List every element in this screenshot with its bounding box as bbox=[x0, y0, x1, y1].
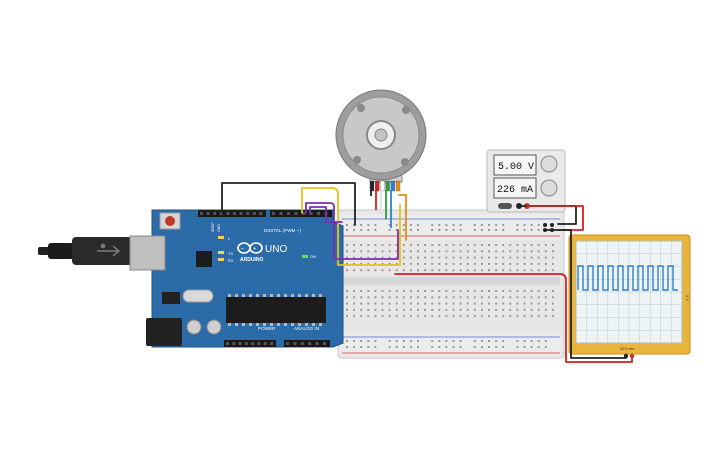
on-label: ON bbox=[310, 254, 316, 259]
analog-label: ANALOG IN bbox=[294, 326, 319, 331]
voltage-display: 5.00 V bbox=[498, 162, 534, 173]
l-label: L bbox=[228, 236, 231, 241]
wires[interactable] bbox=[221, 182, 633, 363]
aref-label: AREF bbox=[211, 222, 215, 232]
wire-purple-a bbox=[305, 202, 399, 260]
knob-icon[interactable] bbox=[540, 155, 558, 197]
volt-label: 5 V bbox=[685, 295, 690, 301]
model-label: UNO bbox=[265, 244, 287, 255]
svg-text:−: − bbox=[241, 247, 245, 253]
breadboard[interactable] bbox=[337, 209, 565, 359]
power-supply[interactable]: 5.00 V 226 mA bbox=[486, 149, 566, 213]
time-label: 10.0 ms bbox=[620, 346, 634, 351]
power-label: POWER bbox=[258, 326, 276, 331]
wire-black-gnd bbox=[221, 182, 356, 226]
usb-plug-icon bbox=[38, 235, 166, 271]
arduino-logo: − + bbox=[237, 242, 263, 254]
svg-text:+: + bbox=[253, 247, 257, 253]
brand-label: ARDUINO bbox=[240, 257, 263, 263]
gnd-label: GND bbox=[217, 224, 221, 232]
digital-label: DIGITAL (PWM ~) bbox=[264, 228, 301, 233]
wire-black-scope bbox=[544, 229, 627, 359]
rx-label: RX bbox=[228, 258, 234, 263]
wire-orange bbox=[398, 194, 407, 241]
wire-red-bb bbox=[394, 273, 633, 363]
wire-yellow-5v bbox=[301, 187, 401, 266]
arduino-board[interactable]: L TX RX ON DIGITAL (PWM ~) AREF GND − + … bbox=[38, 209, 344, 348]
current-display: 226 mA bbox=[497, 185, 533, 196]
motor-icon[interactable] bbox=[335, 89, 427, 228]
tx-label: TX bbox=[228, 251, 233, 256]
oscilloscope[interactable]: 10.0 ms 5 V bbox=[568, 234, 691, 359]
wire-purple-b bbox=[309, 206, 343, 223]
